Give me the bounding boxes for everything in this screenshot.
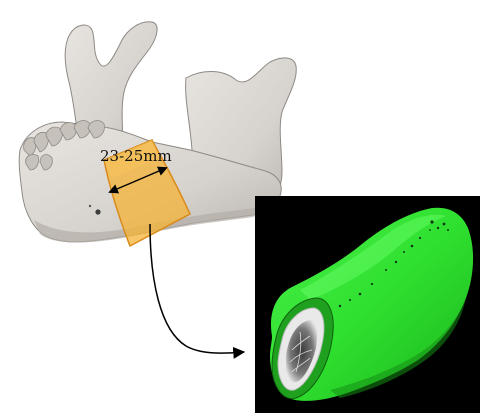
scan-panel bbox=[255, 196, 480, 413]
mental-foramen bbox=[95, 209, 100, 214]
mental-foramen-minor bbox=[89, 205, 91, 207]
measurement-label: 23-25mm bbox=[100, 147, 172, 165]
connector-arrow bbox=[150, 224, 244, 353]
